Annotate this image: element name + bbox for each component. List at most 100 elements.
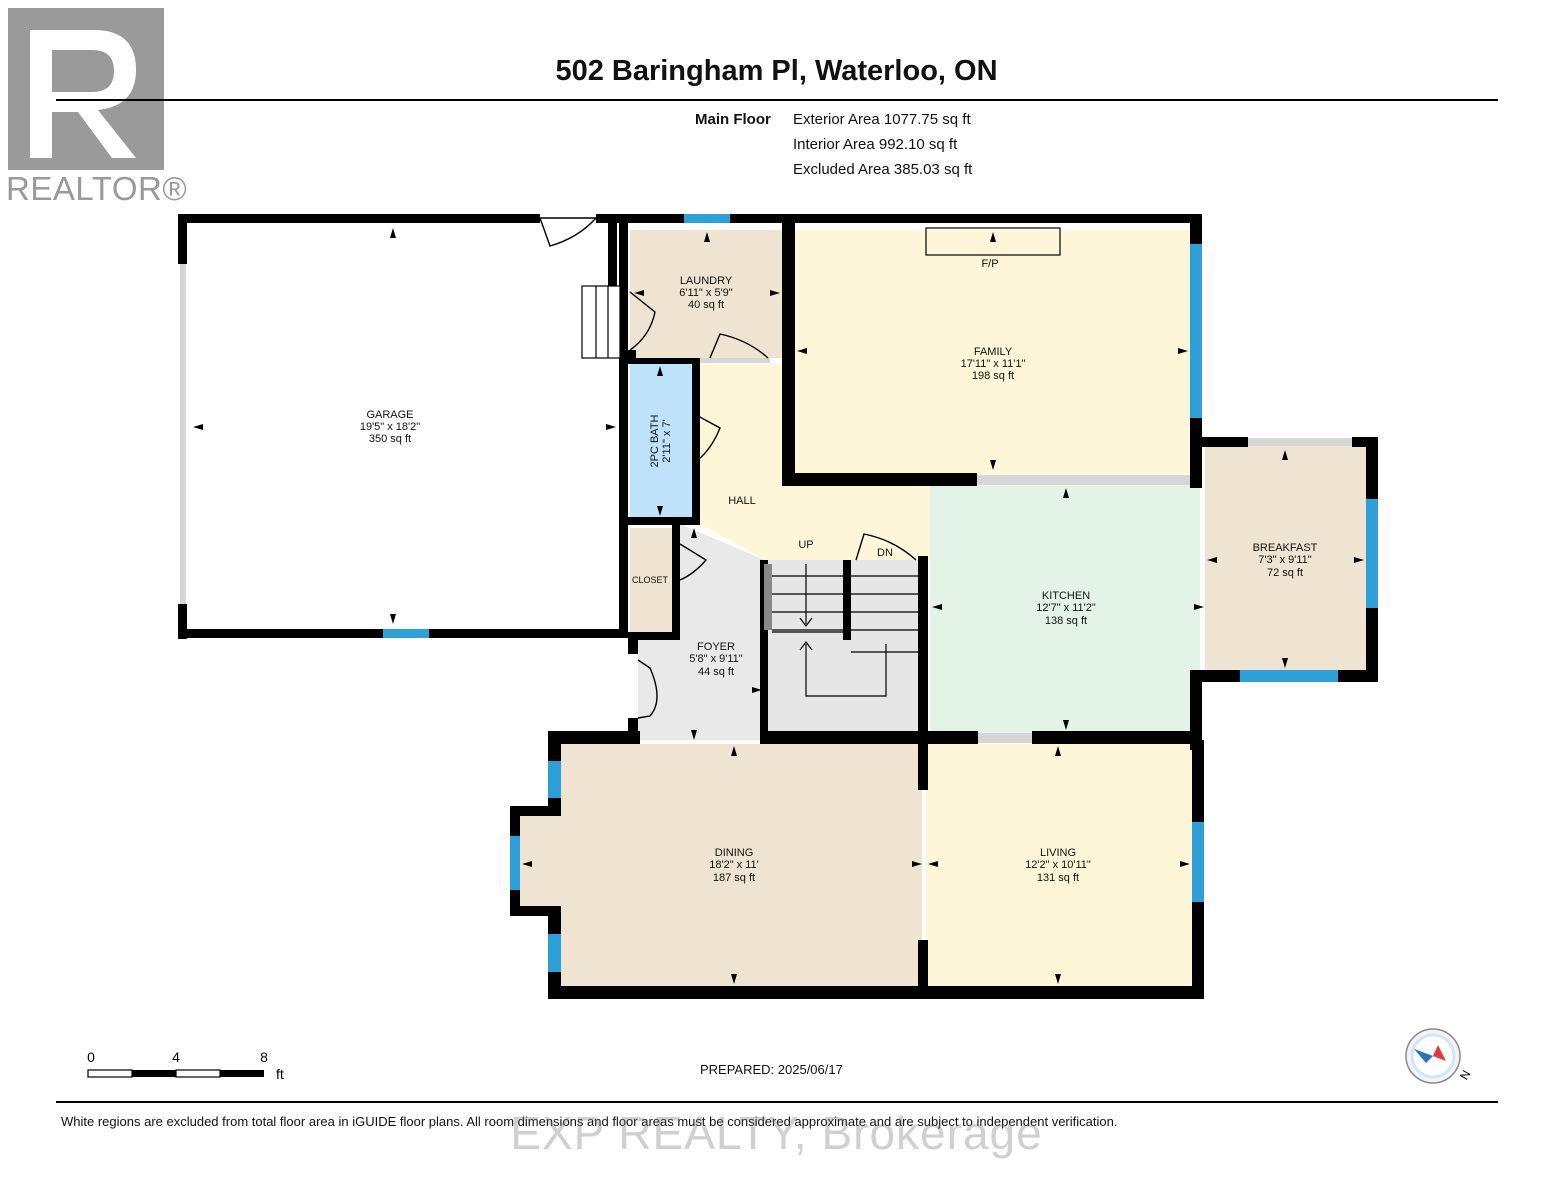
marker bbox=[731, 746, 737, 756]
marker bbox=[928, 861, 938, 867]
compass-needle-blue bbox=[1414, 1049, 1433, 1063]
compass-north: N bbox=[1457, 1068, 1473, 1083]
footer-divider bbox=[56, 1101, 1498, 1103]
foyer-fill bbox=[638, 524, 765, 740]
garage-fill bbox=[187, 222, 619, 632]
kitchen-area: 138 sq ft bbox=[1045, 615, 1087, 627]
window bbox=[548, 934, 561, 972]
closet-name: CLOSET bbox=[632, 575, 669, 585]
marker bbox=[691, 730, 697, 740]
marker bbox=[1063, 720, 1069, 730]
bath-name: 2PC BATH bbox=[649, 414, 661, 467]
wall bbox=[1190, 418, 1202, 488]
marker bbox=[1178, 348, 1188, 354]
garage-area: 350 sq ft bbox=[369, 433, 411, 445]
wall bbox=[1352, 437, 1378, 447]
marker bbox=[657, 506, 663, 516]
scale-seg bbox=[220, 1070, 264, 1077]
scale-seg bbox=[87, 1069, 133, 1078]
stairs bbox=[764, 560, 918, 697]
wall bbox=[178, 214, 540, 223]
dining-fill bbox=[518, 744, 922, 986]
kitchen-living-opening bbox=[978, 733, 1032, 743]
laundry-door-swing bbox=[629, 291, 656, 351]
wall bbox=[1366, 608, 1378, 682]
wall bbox=[619, 214, 628, 638]
wall bbox=[628, 636, 638, 654]
scale-bar: 0 4 8 ft bbox=[87, 1049, 284, 1082]
bath-fill bbox=[630, 364, 694, 518]
marker bbox=[1063, 488, 1069, 498]
room-labels: GARAGE 19'5" x 18'2" 350 sq ft LAUNDRY 6… bbox=[360, 258, 1318, 884]
dining-dims: 18'2" x 11' bbox=[709, 859, 759, 871]
prepared-date: PREPARED: 2025/06/17 bbox=[700, 1062, 843, 1077]
marker bbox=[390, 614, 396, 624]
marker bbox=[912, 861, 922, 867]
wall bbox=[1190, 670, 1202, 750]
exterior-door bbox=[539, 217, 597, 247]
marker bbox=[990, 460, 996, 470]
hall-name: HALL bbox=[728, 495, 756, 507]
dining-name: DINING bbox=[715, 847, 754, 859]
foyer-dims: 5'8" x 9'11" bbox=[689, 653, 742, 665]
wall bbox=[918, 556, 928, 746]
window bbox=[684, 214, 730, 223]
patio-slider bbox=[1248, 438, 1352, 446]
scale-tick-0: 0 bbox=[87, 1049, 95, 1065]
breakfast-area: 72 sq ft bbox=[1267, 567, 1303, 579]
marker bbox=[691, 528, 697, 538]
marker bbox=[1055, 746, 1061, 756]
fireplace-label: F/P bbox=[981, 258, 998, 270]
disclaimer: White regions are excluded from total fl… bbox=[61, 1114, 1118, 1129]
wall bbox=[672, 524, 680, 640]
closet-fill bbox=[630, 528, 672, 632]
down-path bbox=[805, 644, 887, 697]
wall bbox=[1190, 670, 1240, 682]
marker bbox=[606, 424, 616, 430]
marker bbox=[1055, 974, 1061, 984]
step bbox=[581, 285, 621, 359]
marker bbox=[1194, 604, 1204, 610]
laundry-area: 40 sq ft bbox=[688, 299, 724, 311]
wall bbox=[548, 731, 640, 744]
garage-dims: 19'5" x 18'2" bbox=[360, 421, 420, 433]
marker bbox=[522, 861, 532, 867]
scale-seg bbox=[175, 1069, 221, 1078]
wall bbox=[1338, 670, 1378, 682]
family-kitchen-opening bbox=[977, 475, 1190, 485]
breakfast-name: BREAKFAST bbox=[1253, 542, 1318, 554]
wall bbox=[1366, 437, 1378, 499]
stair-rail bbox=[764, 564, 772, 630]
marker bbox=[1354, 557, 1364, 563]
bath-door bbox=[697, 415, 721, 461]
scale-tick-4: 4 bbox=[172, 1049, 180, 1065]
floor-label: Main Floor bbox=[695, 111, 771, 128]
realtor-logo-icon bbox=[8, 8, 164, 170]
marker bbox=[390, 228, 396, 238]
window bbox=[510, 836, 520, 890]
wall bbox=[628, 358, 700, 364]
family-area: 198 sq ft bbox=[972, 370, 1014, 382]
wall bbox=[760, 560, 768, 744]
living-area: 131 sq ft bbox=[1037, 872, 1079, 884]
laundry-door-sill bbox=[700, 358, 770, 363]
compass-needle-red-2 bbox=[1433, 1045, 1446, 1061]
wall bbox=[1192, 902, 1204, 998]
wall bbox=[782, 350, 795, 486]
marker bbox=[770, 290, 780, 296]
closet-door bbox=[679, 543, 708, 581]
family-fill bbox=[795, 230, 1195, 474]
title-divider bbox=[56, 99, 1498, 101]
window bbox=[1240, 670, 1338, 682]
marker bbox=[797, 348, 807, 354]
wall bbox=[596, 214, 1202, 223]
family-dims: 17'11" x 11'1" bbox=[961, 358, 1026, 370]
wall bbox=[1190, 437, 1248, 447]
stairs-up-label: UP bbox=[798, 539, 813, 551]
scale-seg bbox=[132, 1070, 176, 1077]
fireplace bbox=[925, 227, 1061, 256]
marker bbox=[1180, 861, 1190, 867]
wall bbox=[628, 632, 680, 640]
marker bbox=[657, 366, 663, 376]
